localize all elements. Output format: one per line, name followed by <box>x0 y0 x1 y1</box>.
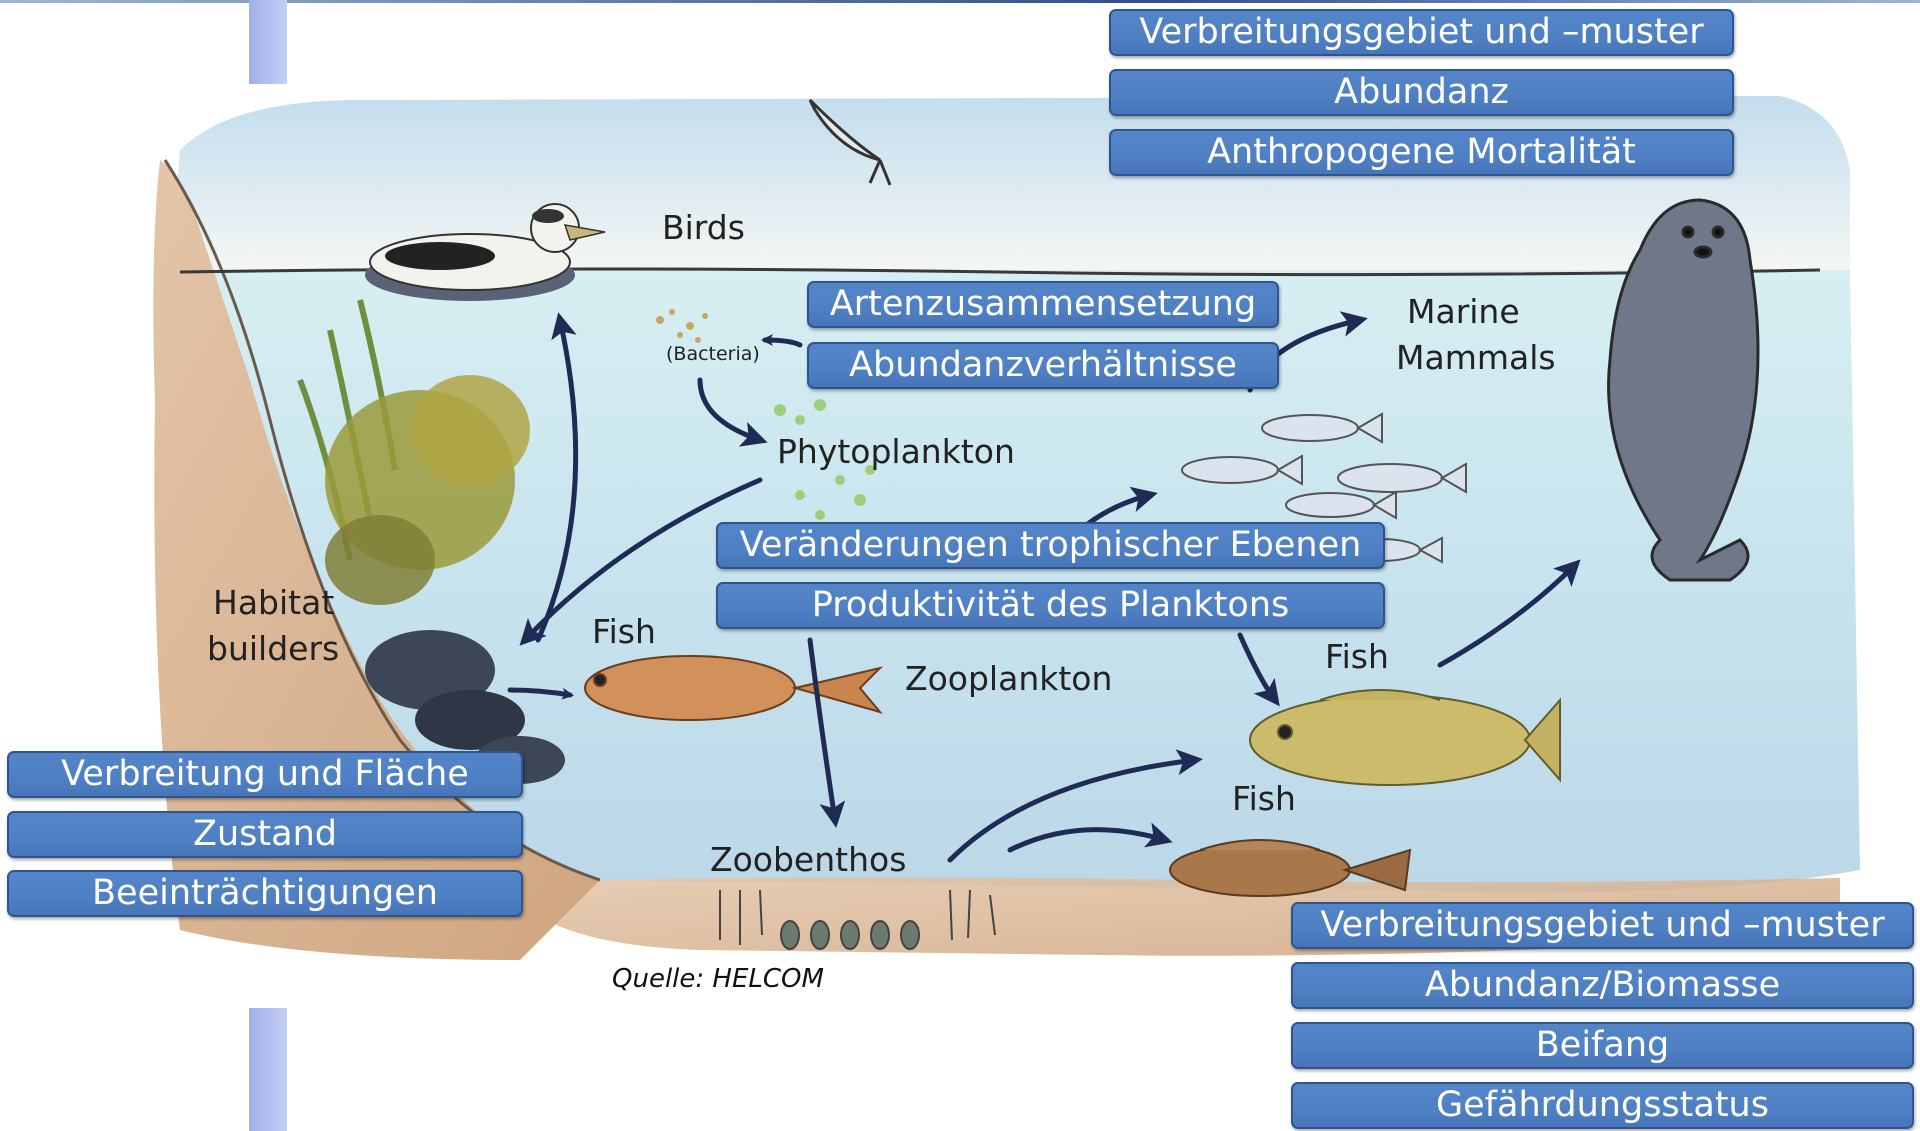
indicator-habitat-impacts: Beeinträchtigungen <box>7 870 523 917</box>
indicator-habitat-condition: Zustand <box>7 811 523 858</box>
indicator-mammals-distribution: Verbreitungsgebiet und –muster <box>1291 902 1914 949</box>
indicator-birds-mortality: Anthropogene Mortalität <box>1109 129 1734 176</box>
label-zoobenthos: Zoobenthos <box>710 840 906 879</box>
label-phytoplankton: Phytoplankton <box>777 432 1015 471</box>
label-fish-left: Fish <box>592 612 656 651</box>
label-birds: Birds <box>662 208 745 247</box>
label-habitat: Habitat <box>213 583 334 622</box>
indicator-mammals-abundance-biomass: Abundanz/Biomasse <box>1291 962 1914 1009</box>
indicator-trophic-levels: Veränderungen trophischer Ebenen <box>716 522 1385 569</box>
label-builders: builders <box>207 629 339 668</box>
indicator-abundance-ratios: Abundanzverhältnisse <box>807 342 1279 389</box>
indicator-mammals-bycatch: Beifang <box>1291 1022 1914 1069</box>
label-bacteria: (Bacteria) <box>666 343 760 365</box>
label-zooplankton: Zooplankton <box>905 659 1112 698</box>
label-mammals: Mammals <box>1396 338 1556 377</box>
label-fish-right: Fish <box>1325 637 1389 676</box>
indicator-plankton-productivity: Produktivität des Planktons <box>716 582 1385 629</box>
source-credit: Quelle: HELCOM <box>612 964 824 994</box>
indicator-species-composition: Artenzusammensetzung <box>807 281 1279 328</box>
label-fish-bottom: Fish <box>1232 779 1296 818</box>
indicator-birds-distribution: Verbreitungsgebiet und –muster <box>1109 9 1734 56</box>
indicator-birds-abundance: Abundanz <box>1109 69 1734 116</box>
indicator-mammals-threat-status: Gefährdungsstatus <box>1291 1082 1914 1129</box>
indicator-habitat-extent: Verbreitung und Fläche <box>7 751 523 798</box>
label-marine: Marine <box>1407 292 1520 331</box>
